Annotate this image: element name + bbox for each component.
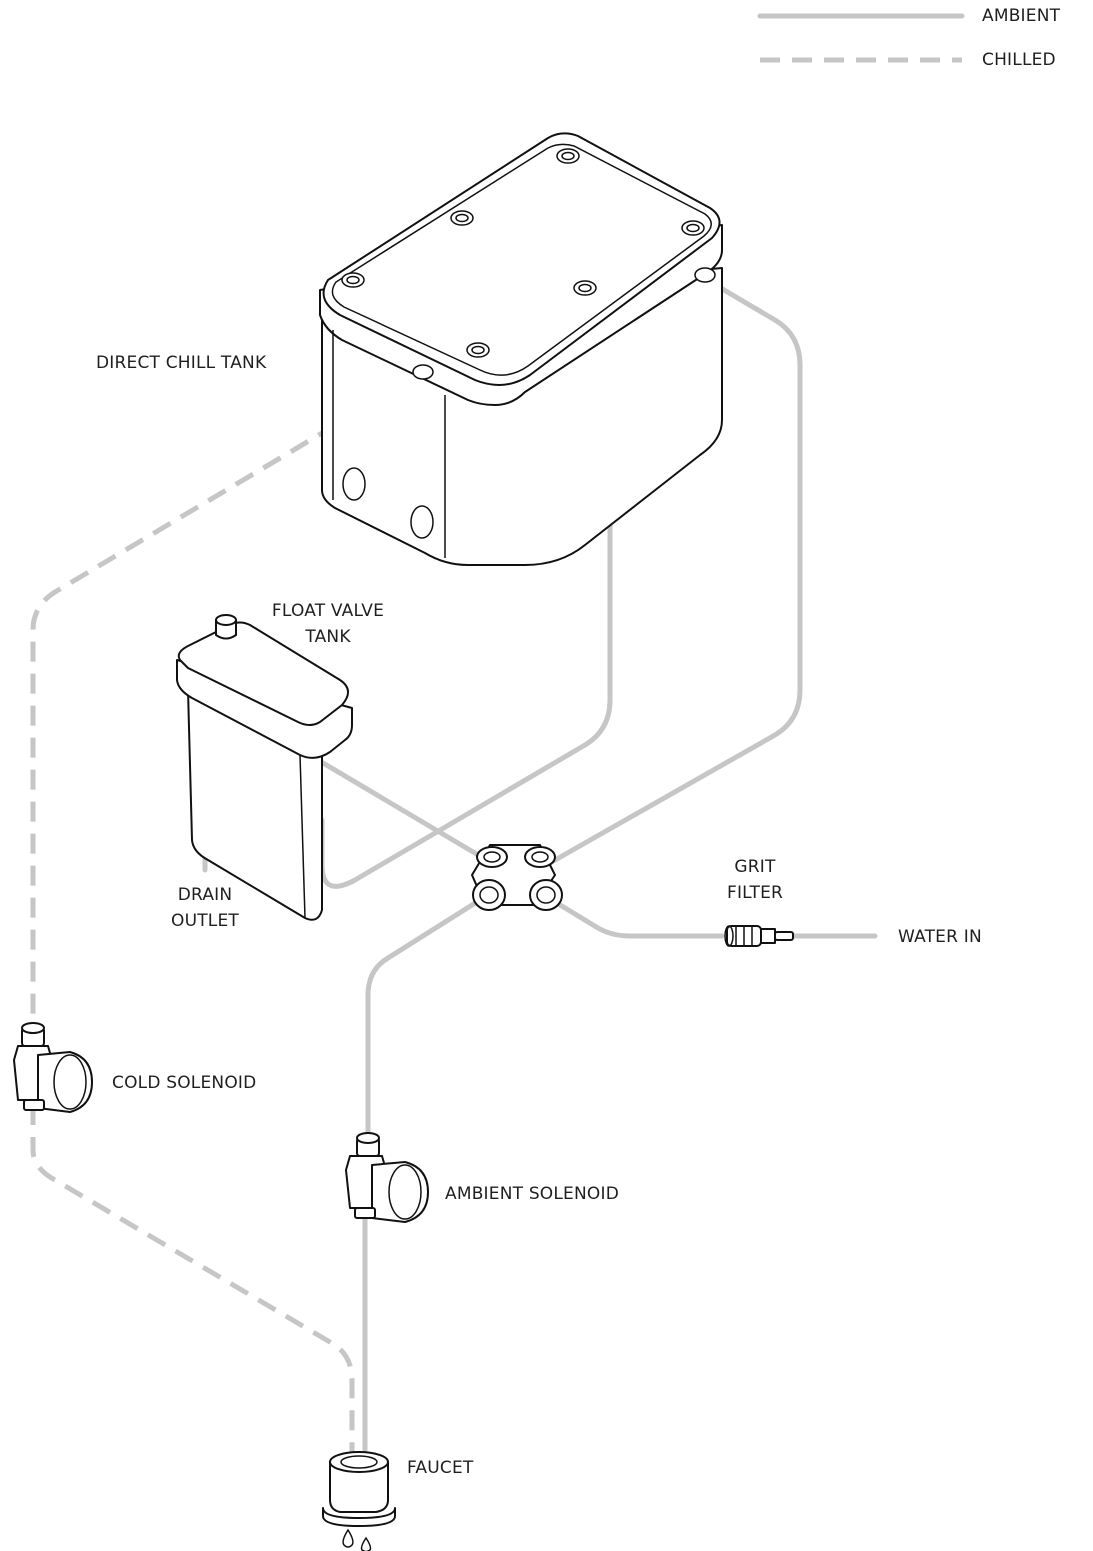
cold-solenoid — [14, 1023, 92, 1112]
grit-filter-label: GRIT FILTER — [700, 854, 810, 906]
ambient-solenoid — [346, 1133, 428, 1222]
float-valve-tank-label-line1: FLOAT VALVE — [258, 598, 398, 624]
float-valve-tank-label-line2: TANK — [258, 624, 398, 650]
direct-chill-tank-label: DIRECT CHILL TANK — [96, 350, 266, 376]
drain-outlet-label: DRAIN OUTLET — [150, 882, 260, 934]
direct-chill-tank — [320, 133, 722, 565]
ambient-line-float-tank-to-cross — [318, 760, 490, 862]
faucet-label: FAUCET — [407, 1455, 474, 1481]
float-valve-tank-label: FLOAT VALVE TANK — [258, 598, 398, 650]
grit-filter-label-line1: GRIT — [700, 854, 810, 880]
grit-filter-label-line2: FILTER — [700, 880, 810, 906]
legend-chilled-label: CHILLED — [982, 47, 1056, 73]
legend-ambient-label: AMBIENT — [982, 3, 1060, 29]
grit-filter — [725, 926, 793, 946]
ambient-line-cross-to-water-in — [552, 900, 722, 936]
water-drop-icon — [362, 1538, 371, 1551]
cross-fitting — [472, 845, 562, 910]
drain-outlet-label-line1: DRAIN — [150, 882, 260, 908]
water-drop-icon — [343, 1530, 353, 1547]
ambient-solenoid-label: AMBIENT SOLENOID — [445, 1181, 619, 1207]
cold-solenoid-label: COLD SOLENOID — [112, 1070, 256, 1096]
chilled-line-cold-solenoid-to-faucet — [33, 1105, 352, 1452]
faucet — [323, 1452, 395, 1526]
ambient-line-cross-to-ambient-solenoid — [368, 900, 480, 1145]
water-in-label: WATER IN — [898, 924, 982, 950]
drain-outlet-label-line2: OUTLET — [150, 908, 260, 934]
